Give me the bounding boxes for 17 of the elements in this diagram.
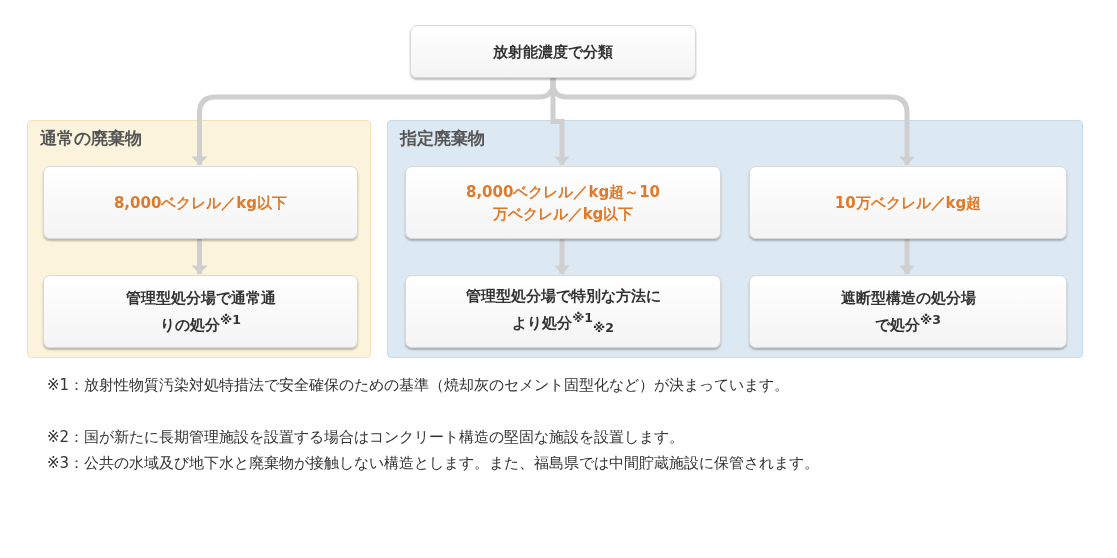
disposal-box: 遮断型構造の処分場で処分$^{※3}$ — [749, 275, 1067, 348]
panel-heading: 指定廃棄物 — [400, 127, 485, 150]
disposal-box: 管理型処分場で通常通りの処分$^{※1}$ — [43, 275, 358, 348]
threshold-box: 8,000ベクレル／kg超～10万ベクレル／kg以下 — [405, 166, 721, 239]
footnote: ※1：放射性物質汚染対処特措法で安全確保のための基準（焼却灰のセメント固型化など）が決まっています。 — [47, 375, 791, 396]
threshold-box: 8,000ベクレル／kg以下 — [43, 166, 358, 239]
footnote: ※3：公共の水域及び地下水と廃棄物が接触しない構造とします。また、福島県では中間貯蔵施設に保管されます。 — [47, 453, 821, 474]
arrow — [554, 238, 570, 274]
arrow — [191, 238, 208, 274]
category-panel — [27, 120, 371, 358]
footnote: ※2：国が新たに長期管理施設を設置する場合はコンクリート構造の堅固な施設を設置します。 — [47, 427, 686, 448]
arrow — [899, 238, 915, 274]
panel-heading: 通常の廃棄物 — [40, 127, 142, 150]
category-panel — [387, 120, 1083, 358]
arrow — [550, 78, 915, 165]
threshold-box: 10万ベクレル／kg超 — [749, 166, 1067, 239]
classification-box: 放射能濃度で分類 — [410, 25, 696, 78]
